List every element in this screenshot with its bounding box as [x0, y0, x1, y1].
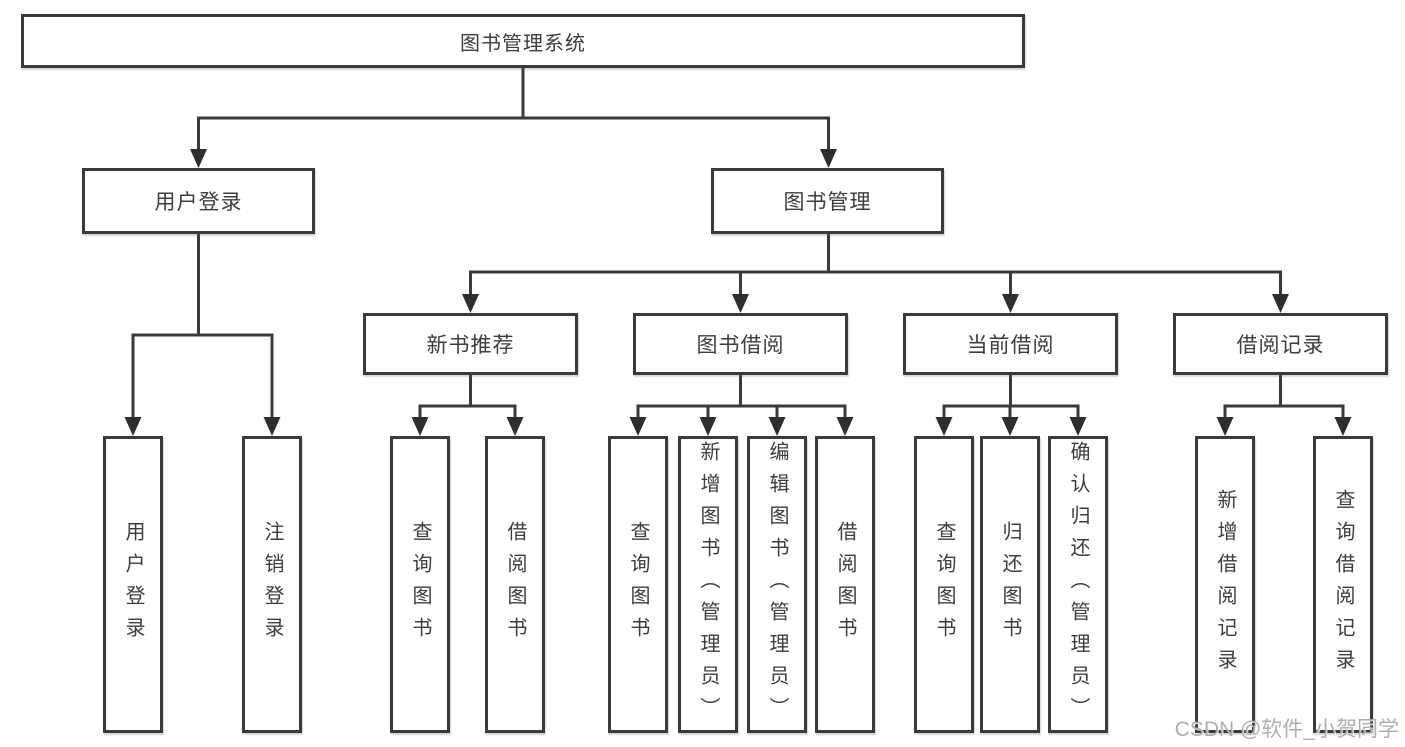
node-current-borrow: 当前借阅	[903, 313, 1118, 375]
node-label: 新增图书（管理员）	[697, 440, 719, 729]
leaf-return-books: 归还图书	[980, 436, 1040, 733]
arrow-down-icon	[629, 417, 647, 436]
arrow-down-icon	[1002, 294, 1019, 313]
node-label: 借阅图书	[834, 520, 856, 649]
arrowhead-icons	[124, 149, 1352, 436]
node-label: 图书管理	[783, 191, 872, 214]
arrow-down-icon	[411, 417, 429, 436]
arrow-down-icon	[699, 417, 717, 436]
node-new-book-recommend: 新书推荐	[363, 313, 578, 375]
node-label: 用户登录	[122, 520, 144, 649]
node-borrow-records: 借阅记录	[1173, 313, 1388, 375]
node-label: 借阅图书	[504, 520, 526, 649]
arrow-down-icon	[263, 417, 281, 436]
node-label: 借阅记录	[1236, 334, 1325, 357]
arrow-down-icon	[836, 417, 854, 436]
node-label: 编辑图书（管理员）	[766, 440, 788, 729]
node-label: 归还图书	[999, 520, 1021, 649]
leaf-add-books-admin: 新增图书（管理员）	[678, 436, 738, 733]
arrow-down-icon	[190, 149, 207, 168]
node-label: 当前借阅	[966, 334, 1055, 357]
arrow-down-icon	[1272, 294, 1289, 313]
leaf-query-books-current: 查询图书	[914, 436, 974, 733]
arrow-down-icon	[820, 149, 837, 168]
node-label: 注销登录	[261, 520, 283, 649]
arrow-down-icon	[732, 294, 749, 313]
arrow-down-icon	[506, 417, 524, 436]
leaf-query-books-borrow: 查询图书	[608, 436, 668, 733]
arrow-down-icon	[462, 294, 479, 313]
node-label: 确认归还（管理员）	[1067, 440, 1089, 729]
node-label: 新增借阅记录	[1214, 488, 1236, 681]
node-label: 图书管理系统	[460, 32, 586, 55]
leaf-user-login: 用户登录	[103, 436, 163, 733]
node-label: 查询图书	[627, 520, 649, 649]
node-book-borrow: 图书借阅	[633, 313, 848, 375]
node-label: 新书推荐	[426, 334, 515, 357]
leaf-borrow-books: 借阅图书	[815, 436, 875, 733]
arrow-down-icon	[124, 417, 142, 436]
leaf-query-borrow-record: 查询借阅记录	[1313, 436, 1373, 733]
leaf-borrow-books-recommend: 借阅图书	[485, 436, 545, 733]
arrow-down-icon	[1216, 417, 1234, 436]
node-label: 查询借阅记录	[1332, 488, 1354, 681]
arrow-down-icon	[1069, 417, 1087, 436]
leaf-logout: 注销登录	[242, 436, 302, 733]
arrow-down-icon	[1334, 417, 1352, 436]
csdn-watermark: CSDN @软件_小贺同学	[1174, 718, 1399, 741]
leaf-edit-books-admin: 编辑图书（管理员）	[747, 436, 807, 733]
node-label: 查询图书	[409, 520, 431, 649]
arrow-down-icon	[1001, 417, 1019, 436]
node-library-management-system: 图书管理系统	[21, 14, 1025, 68]
leaf-confirm-return-admin: 确认归还（管理员）	[1048, 436, 1108, 733]
node-book-management: 图书管理	[711, 168, 944, 234]
arrow-down-icon	[768, 417, 786, 436]
node-label: 图书借阅	[696, 334, 785, 357]
leaf-query-books-recommend: 查询图书	[390, 436, 450, 733]
node-label: 用户登录	[154, 191, 243, 214]
leaf-add-borrow-record: 新增借阅记录	[1195, 436, 1255, 733]
node-user-login: 用户登录	[82, 168, 315, 234]
node-label: 查询图书	[933, 520, 955, 649]
arrow-down-icon	[935, 417, 953, 436]
